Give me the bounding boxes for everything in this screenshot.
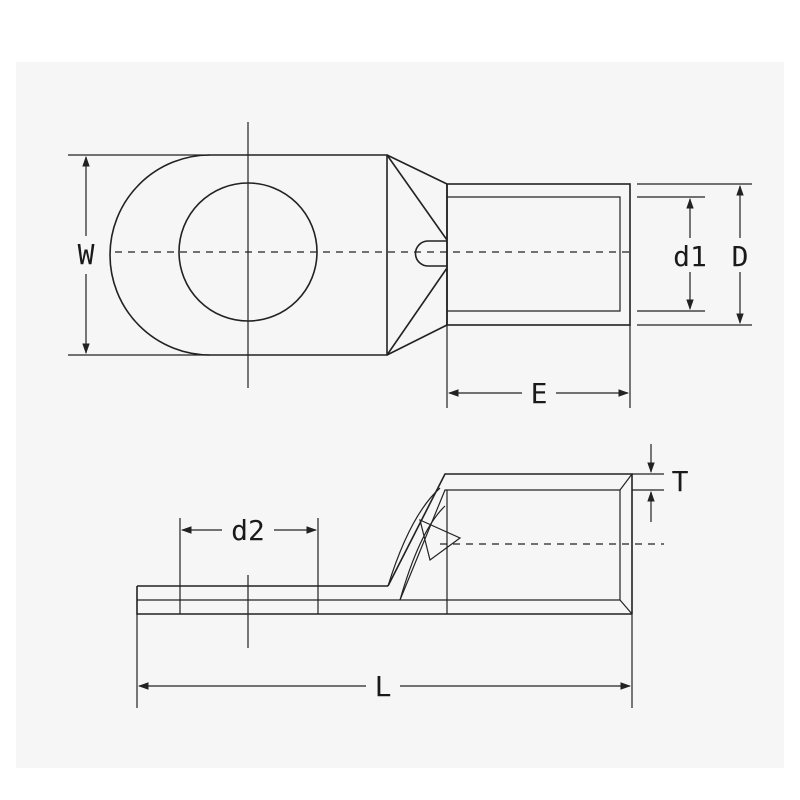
l-label: L — [375, 670, 392, 703]
drawing-panel — [16, 62, 784, 768]
barrel-end-chamfer — [619, 599, 633, 615]
d1-label: d1 — [673, 240, 707, 273]
barrel-outer — [446, 183, 631, 326]
w-label: W — [78, 238, 95, 271]
t-label: T — [672, 465, 689, 498]
side-view: d2 T L — [136, 444, 689, 708]
inspection-slot — [414, 240, 447, 267]
top-view: W d1 D E — [68, 122, 752, 410]
ring-tongue-outline — [109, 154, 388, 356]
bend-curves — [387, 487, 462, 601]
bend-outer — [387, 473, 633, 614]
barrel-inner — [447, 196, 621, 312]
barrel-top-chamfer — [619, 473, 633, 491]
d2-label: d2 — [231, 514, 265, 547]
d-label: D — [732, 240, 749, 273]
e-label: E — [531, 377, 548, 410]
